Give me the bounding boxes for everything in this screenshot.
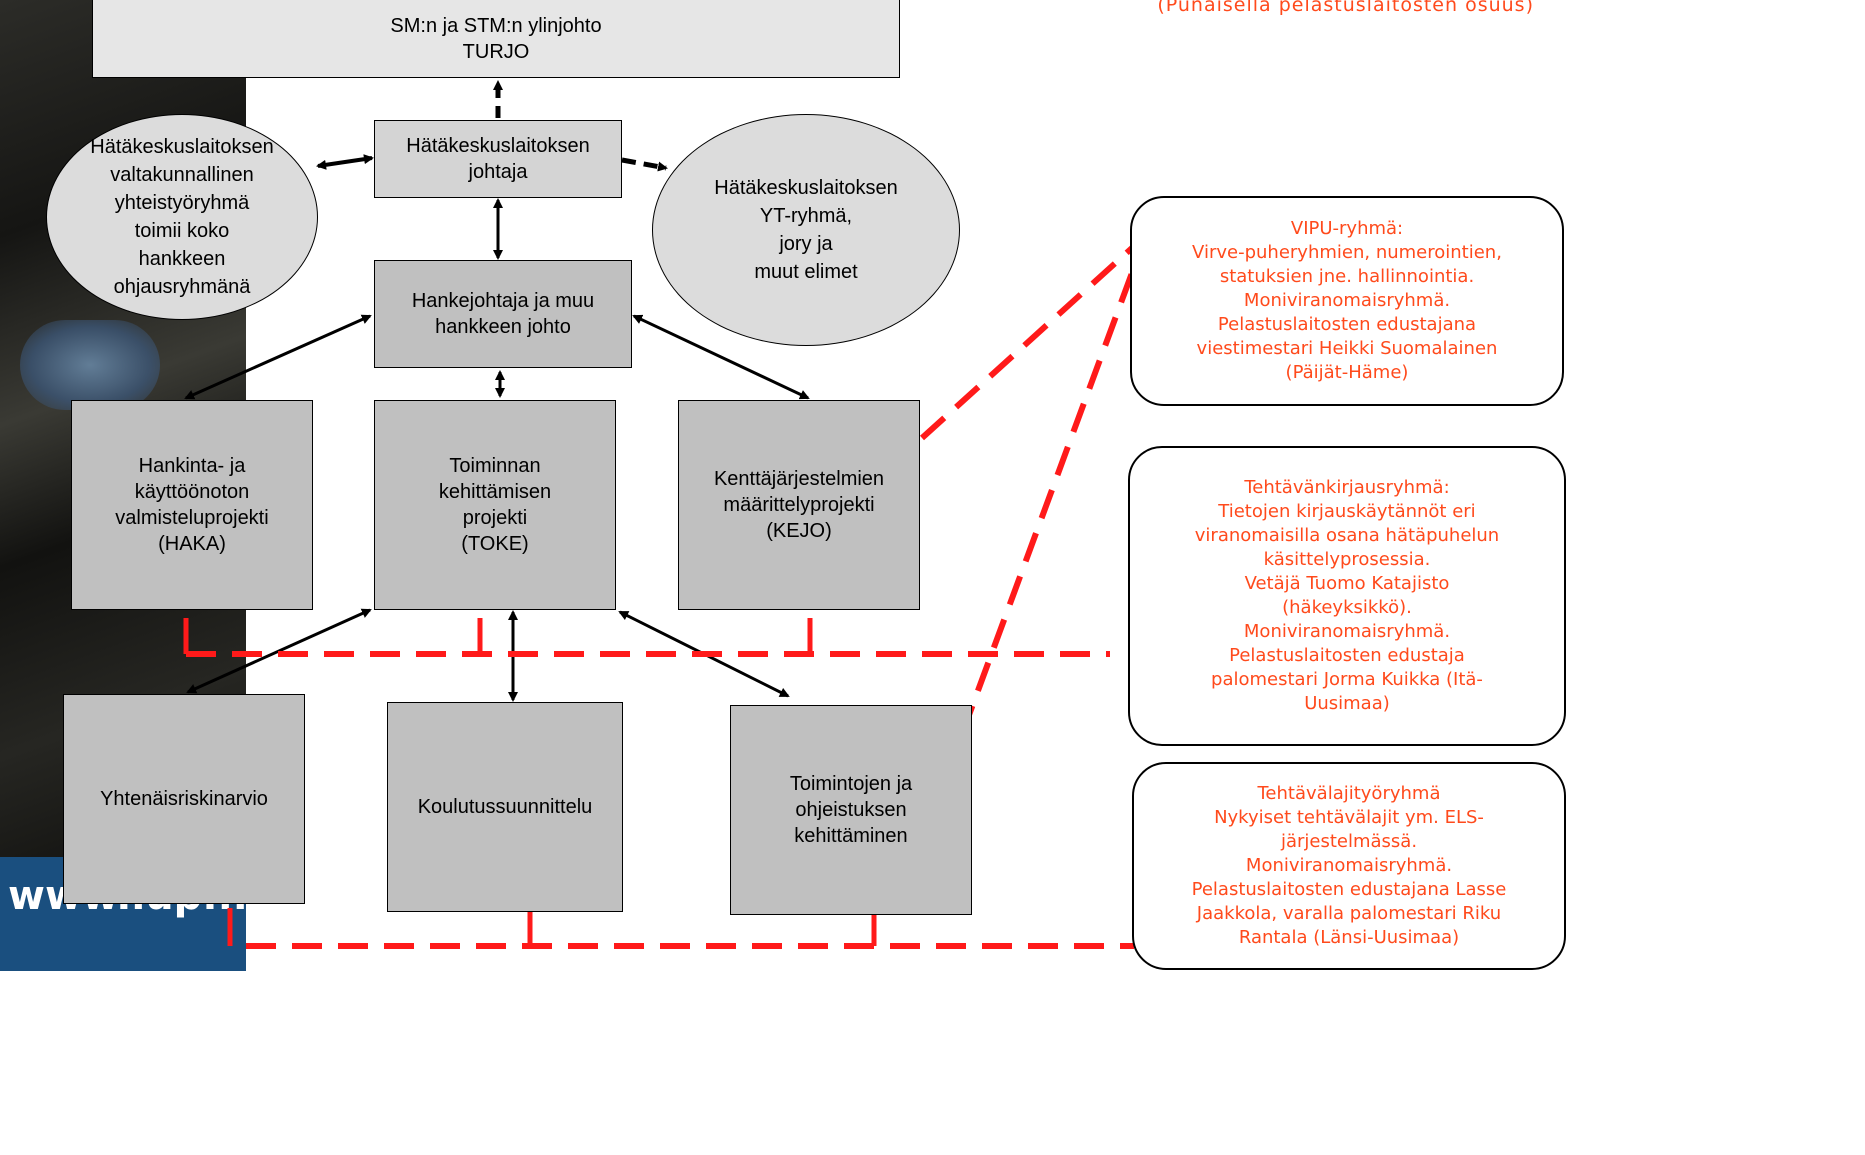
arrow-director-yt xyxy=(621,157,668,172)
box-toke: Toiminnan kehittämisen projekti (TOKE) xyxy=(374,400,616,610)
box-haka: Hankinta- ja käyttöönoton valmisteluproj… xyxy=(71,400,313,610)
box-risk-assessment: Yhtenäisriskinarvio xyxy=(63,694,305,904)
arrow-lead-kejo xyxy=(632,314,810,400)
box-operations: Toimintojen ja ohjeistuksen kehittäminen xyxy=(730,705,972,915)
callout-tehtavankirjaus: Tehtävänkirjausryhmä: Tietojen kirjauskä… xyxy=(1128,446,1566,746)
connector-layer xyxy=(183,80,1139,949)
arrow-lead-haka xyxy=(184,314,372,400)
header-note: (Punaisella pelastuslaitosten osuus) xyxy=(1157,0,1534,16)
callout-vipu: VIPU-ryhmä: Virve-puheryhmien, numeroint… xyxy=(1130,196,1564,406)
box-director: Hätäkeskuslaitoksen johtaja xyxy=(374,120,622,198)
box-turjo: SM:n ja STM:n ylinjohto TURJO xyxy=(92,0,900,78)
arrow-national-director xyxy=(316,154,374,170)
ellipse-yt-group: Hätäkeskuslaitoksen YT-ryhmä, jory ja mu… xyxy=(652,114,960,346)
red-kejo-vipu xyxy=(919,245,1135,441)
box-kejo: Kenttäjärjestelmien määrittelyprojekti (… xyxy=(678,400,920,610)
box-project-lead: Hankejohtaja ja muu hankkeen johto xyxy=(374,260,632,368)
red-connectors xyxy=(183,245,1139,949)
ellipse-national-group: Hätäkeskuslaitoksen valtakunnallinen yht… xyxy=(46,114,318,320)
red-ops-vipu xyxy=(959,260,1139,736)
box-training: Koulutussuunnittelu xyxy=(387,702,623,912)
photo-detail xyxy=(20,320,160,410)
callout-tehtavalaji: Tehtävälajityöryhmä Nykyiset tehtävälaji… xyxy=(1132,762,1566,970)
